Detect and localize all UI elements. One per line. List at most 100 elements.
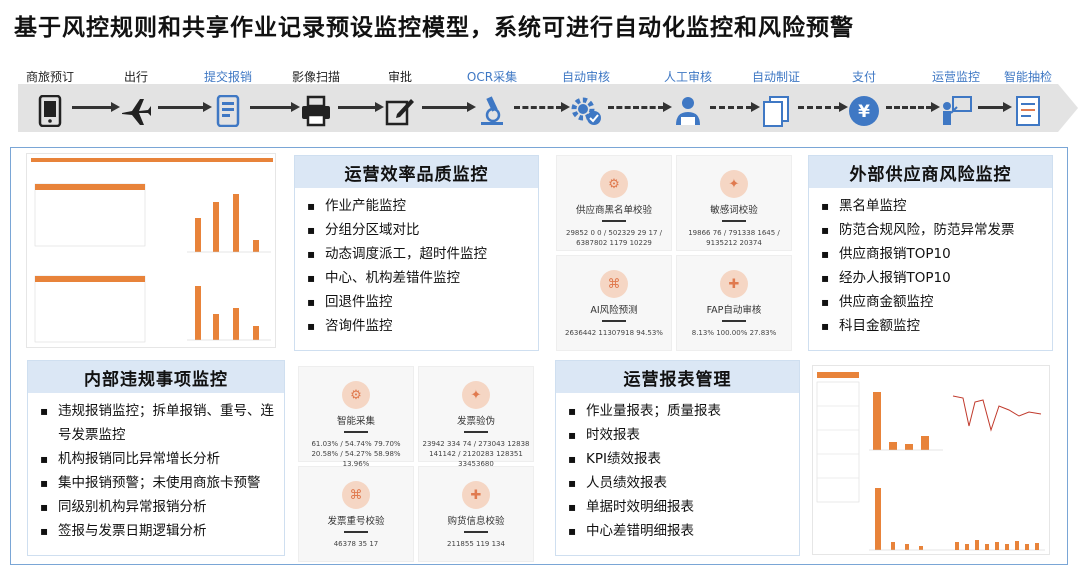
report-thumbnail-right	[812, 365, 1050, 555]
process-arrow	[608, 102, 672, 112]
process-step-label: 影像扫描	[291, 70, 340, 84]
card-numbers: 61.03% / 54.74% 79.70% 20.58% / 54.27% 5…	[311, 440, 401, 468]
bullet-item: 动态调度派工，超时件监控	[307, 242, 528, 266]
bullet-item: 科目金额监控	[821, 314, 1042, 338]
bullet-item: 违规报销监控；拆单报销、重号、连号发票监控	[40, 399, 274, 447]
process-arrow	[978, 102, 1012, 112]
person-computer-icon	[671, 94, 705, 128]
process-step-label: OCR采集	[466, 70, 518, 84]
process-arrow	[422, 102, 476, 112]
bullet-item: 单据时效明细报表	[568, 495, 789, 519]
bullet-item: 作业量报表；质量报表	[568, 399, 789, 423]
process-arrow	[338, 102, 384, 112]
gear-check-icon	[569, 94, 603, 128]
process-arrow	[886, 102, 940, 112]
supplier-risk-title: 外部供应商风险监控	[809, 156, 1052, 188]
bullet-item: 中心、机构差错件监控	[307, 266, 528, 290]
card-icon: ✚	[462, 481, 490, 509]
report-icon	[1011, 94, 1045, 128]
risk-check-card: ✚ 购货信息校验 211855 119 134	[418, 466, 534, 562]
card-icon: ⚙	[342, 381, 370, 409]
card-numbers: 211855 119 134	[447, 540, 505, 548]
process-arrow	[710, 102, 760, 112]
supplier-risk-panel: 外部供应商风险监控 黑名单监控防范合规风险，防范异常发票供应商报销TOP10经办…	[808, 155, 1053, 351]
process-arrow	[158, 102, 212, 112]
documents-icon	[759, 94, 793, 128]
ops-report-panel: 运营报表管理 作业量报表；质量报表时效报表KPI绩效报表人员绩效报表单据时效明细…	[555, 360, 800, 556]
process-step-label: 人工审核	[663, 70, 712, 84]
bullet-item: 分组分区域对比	[307, 218, 528, 242]
process-step-label: 自动制证	[751, 70, 800, 84]
process-step-label: 运营监控	[931, 70, 980, 84]
card-icon: ⚙	[600, 170, 628, 198]
ops-report-title: 运营报表管理	[556, 361, 799, 393]
bullet-item: 作业产能监控	[307, 194, 528, 218]
process-step: 支付¥	[824, 70, 904, 128]
bullet-item: 经办人报销TOP10	[821, 266, 1042, 290]
process-step: 影像扫描	[276, 70, 356, 128]
bullet-item: 供应商报销TOP10	[821, 242, 1042, 266]
report-thumbnail-left	[26, 153, 276, 348]
card-icon: ⌘	[600, 270, 628, 298]
process-step: 提交报销	[188, 70, 268, 128]
bullet-item: 签报与发票日期逻辑分析	[40, 519, 274, 543]
card-divider	[344, 531, 368, 533]
process-step: OCR采集	[452, 70, 532, 128]
bullet-item: 同级别机构异常报销分析	[40, 495, 274, 519]
card-title: 购货信息校验	[447, 516, 505, 527]
internal-violation-list: 违规报销监控；拆单报销、重号、连号发票监控机构报销同比异常增长分析集中报销预警；…	[28, 393, 284, 543]
yen-icon: ¥	[847, 94, 881, 128]
ops-report-list: 作业量报表；质量报表时效报表KPI绩效报表人员绩效报表单据时效明细报表中心差错明…	[556, 393, 799, 543]
process-step-label: 提交报销	[203, 70, 252, 84]
card-numbers: 29852 0 0 / 502329 29 17 / 6387802 1179 …	[565, 229, 662, 247]
process-step: 运营监控	[916, 70, 996, 128]
ops-quality-panel: 运营效率品质监控 作业产能监控分组分区域对比动态调度派工，超时件监控中心、机构差…	[294, 155, 539, 351]
card-numbers: 19866 76 / 791338 1645 / 9135212 20374	[688, 229, 780, 247]
process-arrow	[250, 102, 300, 112]
risk-check-card: ⚙ 供应商黑名单校验 29852 0 0 / 502329 29 17 / 6387…	[556, 155, 672, 251]
process-step-label: 出行	[123, 70, 148, 84]
bullet-item: 回退件监控	[307, 290, 528, 314]
card-title: 发票验伪	[456, 416, 495, 427]
airplane-icon	[119, 94, 153, 128]
card-divider	[464, 531, 488, 533]
bullet-item: 集中报销预警；未使用商旅卡预警	[40, 471, 274, 495]
process-arrow	[514, 102, 570, 112]
process-step-label: 自动审核	[561, 70, 610, 84]
process-step-label: 智能抽检	[1003, 70, 1052, 84]
process-step: 出行	[96, 70, 176, 128]
bullet-item: 供应商金额监控	[821, 290, 1042, 314]
card-title: 供应商黑名单校验	[575, 205, 652, 216]
process-arrow	[72, 102, 120, 112]
internal-violation-panel: 内部违规事项监控 违规报销监控；拆单报销、重号、连号发票监控机构报销同比异常增长…	[27, 360, 285, 556]
card-divider	[464, 431, 488, 433]
process-step: 自动审核	[546, 70, 626, 128]
report-thumbnail-svg	[31, 158, 273, 343]
bullet-item: KPI绩效报表	[568, 447, 789, 471]
process-step: 智能抽检	[988, 70, 1068, 128]
bullet-item: 防范合规风险，防范异常发票	[821, 218, 1042, 242]
ops-quality-list: 作业产能监控分组分区域对比动态调度派工，超时件监控中心、机构差错件监控回退件监控…	[295, 188, 538, 338]
card-divider	[602, 320, 626, 322]
phone-icon	[33, 94, 67, 128]
svg-text:¥: ¥	[858, 102, 870, 122]
card-numbers: 23942 334 74 / 273043 12838 141142 / 212…	[422, 440, 530, 468]
bullet-item: 中心差错明细报表	[568, 519, 789, 543]
card-numbers: 46378 35 17	[333, 540, 379, 548]
process-step: 商旅预订	[10, 70, 90, 128]
bullet-item: 咨询件监控	[307, 314, 528, 338]
report-thumbnail-right-svg	[816, 372, 1045, 551]
card-divider	[722, 320, 746, 322]
internal-violation-title: 内部违规事项监控	[28, 361, 284, 393]
bullet-item: 人员绩效报表	[568, 471, 789, 495]
card-title: 敏感词校验	[710, 205, 758, 216]
card-divider	[722, 220, 746, 222]
card-title: AI风险预测	[590, 305, 638, 316]
card-icon: ✚	[720, 270, 748, 298]
microscope-icon	[475, 94, 509, 128]
